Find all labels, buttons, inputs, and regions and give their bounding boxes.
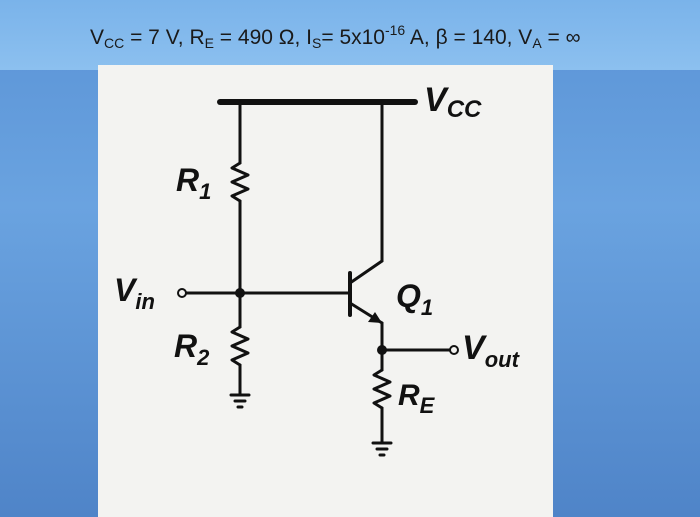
is-symbol: I	[306, 26, 312, 49]
vout-label: Vout	[462, 329, 521, 372]
r2-label: R2	[174, 328, 210, 370]
vcc-subscript: CC	[104, 35, 125, 51]
parameter-line: VCC = 7 V, RE = 490 Ω, IS= 5x10-16 A, β …	[90, 22, 690, 51]
vcc-label: VCC	[424, 81, 482, 123]
r1-label: R1	[176, 162, 211, 204]
q1-label: Q1	[396, 278, 433, 320]
vin-terminal	[177, 288, 187, 298]
re-subscript: E	[204, 35, 214, 51]
re-value: = 490 Ω,	[213, 26, 307, 49]
circuit-diagram: VCC R1 Vin R2 Q1 Vout RE	[114, 81, 521, 457]
vin-label: Vin	[114, 272, 155, 314]
transistor-collector	[348, 259, 384, 285]
parameter-header: VCC = 7 V, RE = 490 Ω, IS= 5x10-16 A, β …	[0, 0, 700, 70]
resistor-r2	[230, 325, 250, 367]
resistor-re	[372, 368, 392, 410]
is-value: = 5x10	[321, 26, 385, 49]
emitter-arrow	[368, 312, 382, 323]
va-value: = ∞	[541, 26, 581, 49]
junction-base-node	[235, 288, 245, 298]
vout-terminal	[449, 345, 459, 355]
va-subscript: A	[532, 35, 542, 51]
is-exponent: -16	[384, 22, 406, 38]
vcc-symbol: V	[90, 26, 105, 49]
circuit-panel: VCC R1 Vin R2 Q1 Vout RE	[98, 65, 553, 517]
vcc-value: = 7 V,	[124, 26, 190, 49]
junction-emitter-node	[377, 345, 387, 355]
is-unit-beta: A, β = 140,	[405, 26, 519, 49]
re-label: RE	[398, 379, 436, 418]
is-subscript: S	[312, 35, 322, 51]
re-symbol: R	[189, 26, 205, 49]
resistor-r1	[230, 161, 250, 203]
va-symbol: V	[518, 26, 533, 49]
